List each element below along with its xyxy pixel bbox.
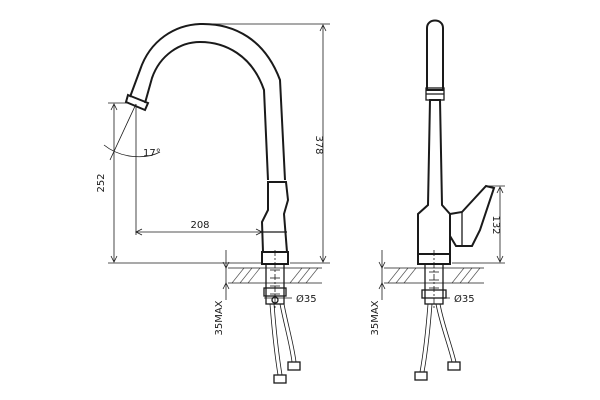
supply-hose-right-side (435, 303, 453, 363)
dim-hole-dia-front: Ø35 (296, 293, 317, 305)
side-spout-column (426, 19, 444, 91)
side-view: 132 35MAX Ø35 (370, 19, 505, 381)
dim-max-thickness-front: 35MAX (214, 300, 225, 335)
dim-total-height: 378 (313, 135, 324, 154)
supply-hose-right-front (279, 303, 293, 363)
front-view: 17° 252 208 378 35MAX Ø35 (96, 22, 330, 384)
dim-hole-dia-side: Ø35 (454, 293, 475, 305)
dim-handle-height: 132 (490, 215, 501, 234)
angle-arc (103, 144, 161, 158)
aerator-tip (124, 93, 150, 112)
countertop-hatch-side (387, 267, 481, 284)
supply-hose-left-side (419, 303, 429, 373)
dim-max-thickness-side: 35MAX (370, 300, 381, 335)
faucet-body (260, 181, 290, 253)
spout-inner (144, 40, 269, 181)
side-body (417, 99, 451, 255)
angle-label: 17° (143, 148, 161, 159)
spout-outer (129, 22, 286, 181)
dim-reach: 208 (190, 220, 209, 231)
dim-spout-height: 252 (96, 173, 107, 192)
countertop-hatch-front (231, 267, 319, 284)
supply-hose-left-front (269, 303, 279, 376)
side-lever-handle (449, 184, 496, 247)
